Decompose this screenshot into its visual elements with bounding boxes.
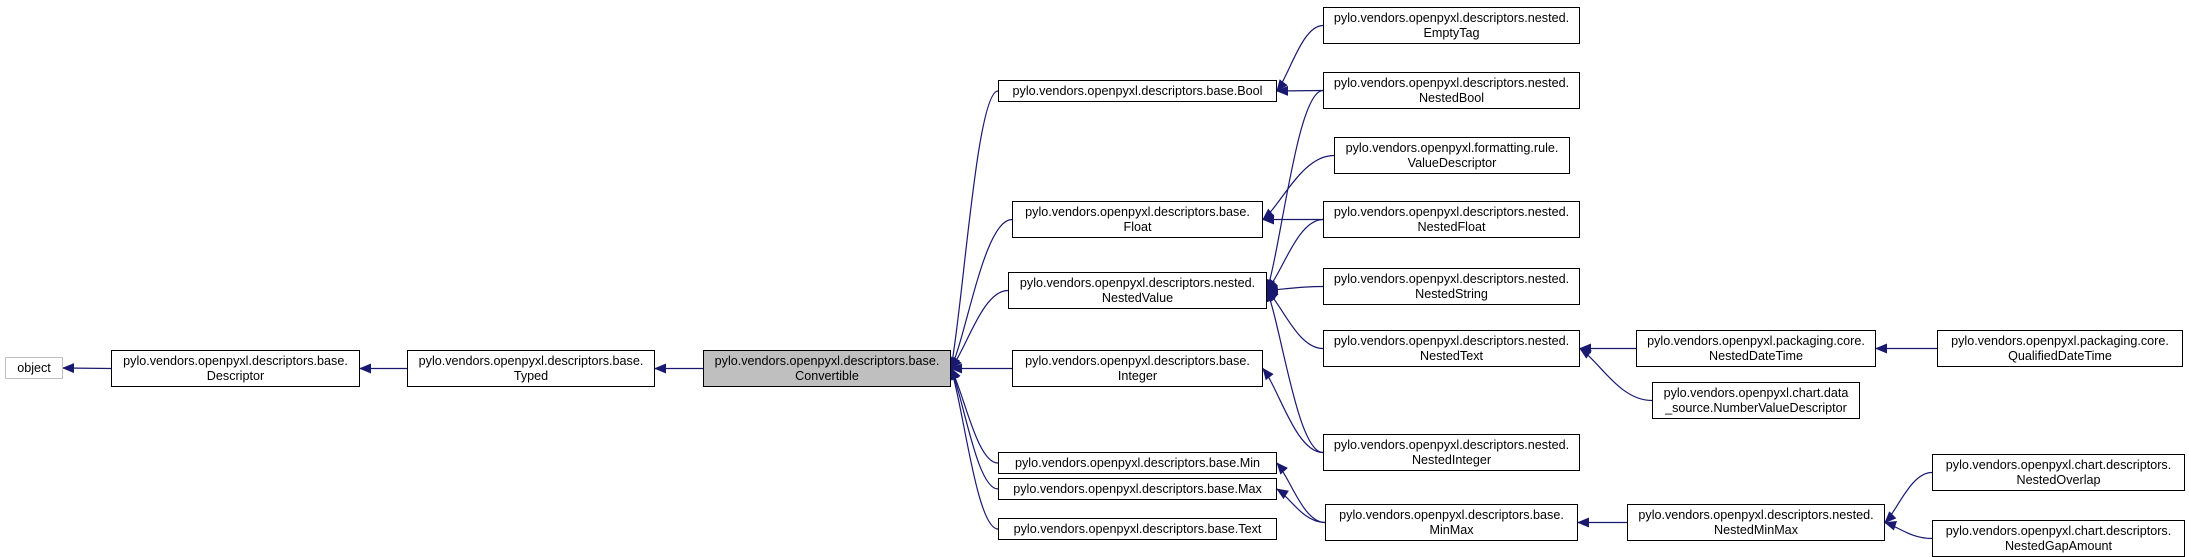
class-node-label-line: Float xyxy=(1123,219,1152,234)
class-node-descriptor[interactable]: pylo.vendors.openpyxl.descriptors.base.D… xyxy=(111,350,360,387)
class-node-label-line: pylo.vendors.openpyxl.formatting.rule. xyxy=(1345,140,1559,155)
class-node-label-line: NestedGapAmount xyxy=(2004,538,2113,553)
class-node-label-line: pylo.vendors.openpyxl.descriptors.nested… xyxy=(1333,10,1570,25)
class-node-label-line: MinMax xyxy=(1429,522,1474,537)
class-node-bool[interactable]: pylo.vendors.openpyxl.descriptors.base.B… xyxy=(998,80,1277,102)
class-node-label-line: pylo.vendors.openpyxl.descriptors.base. xyxy=(1025,204,1250,219)
class-node-nested-text[interactable]: pylo.vendors.openpyxl.descriptors.nested… xyxy=(1323,330,1580,367)
class-node-text[interactable]: pylo.vendors.openpyxl.descriptors.base.T… xyxy=(998,518,1277,540)
edge-nested-bool-to-bool xyxy=(1276,85,1324,96)
class-node-label-line: pylo.vendors.openpyxl.descriptors.base. xyxy=(714,353,940,368)
class-node-label-line: Integer xyxy=(1117,368,1158,383)
edge-nested-string-to-nested-value xyxy=(1266,284,1324,295)
class-node-label-line: pylo.vendors.openpyxl.descriptors.base. xyxy=(418,353,644,368)
edge-descriptor-to-object xyxy=(62,363,112,374)
class-node-nested-float[interactable]: pylo.vendors.openpyxl.descriptors.nested… xyxy=(1323,201,1580,238)
class-node-label-line: pylo.vendors.openpyxl.chart.descriptors. xyxy=(1945,523,2172,538)
edge-nested-float-to-nested-value xyxy=(1266,218,1324,292)
class-node-label-line: Typed xyxy=(513,368,549,383)
class-node-label-line: Convertible xyxy=(795,368,859,383)
class-node-label-line: NestedText xyxy=(1420,348,1483,363)
edge-nested-bool-to-nested-value xyxy=(1265,89,1324,292)
class-node-nested-minmax[interactable]: pylo.vendors.openpyxl.descriptors.nested… xyxy=(1627,504,1885,541)
edge-nested-integer-to-integer xyxy=(1262,367,1324,454)
class-node-nested-bool[interactable]: pylo.vendors.openpyxl.descriptors.nested… xyxy=(1323,72,1580,109)
class-node-label-line: NestedString xyxy=(1415,286,1488,301)
edge-nested-integer-to-nested-value xyxy=(1266,289,1324,454)
class-node-qualified-datetime[interactable]: pylo.vendors.openpyxl.packaging.core.Qua… xyxy=(1937,330,2183,367)
class-node-convertible[interactable]: pylo.vendors.openpyxl.descriptors.base.C… xyxy=(703,350,951,387)
edge-nested-value-to-convertible xyxy=(950,289,1009,370)
class-node-label-line: pylo.vendors.openpyxl.descriptors.nested… xyxy=(1333,204,1570,219)
edge-bool-to-convertible xyxy=(948,90,999,370)
class-node-nested-overlap[interactable]: pylo.vendors.openpyxl.chart.descriptors.… xyxy=(1932,454,2185,491)
class-node-label-line: pylo.vendors.openpyxl.descriptors.nested… xyxy=(1333,271,1570,286)
class-node-label-line: pylo.vendors.openpyxl.descriptors.base. xyxy=(123,353,348,368)
class-node-typed[interactable]: pylo.vendors.openpyxl.descriptors.base.T… xyxy=(407,350,655,387)
class-node-label-line: pylo.vendors.openpyxl.descriptors.base.B… xyxy=(1012,83,1263,98)
class-node-label-line: pylo.vendors.openpyxl.descriptors.base.M… xyxy=(1013,481,1262,496)
class-node-label-line: NestedFloat xyxy=(1417,219,1486,234)
class-node-label-line: pylo.vendors.openpyxl.descriptors.base.M… xyxy=(1014,455,1260,470)
edge-minmax-to-min xyxy=(1276,462,1326,524)
class-node-label-line: ValueDescriptor xyxy=(1407,155,1497,170)
class-node-label-line: pylo.vendors.openpyxl.packaging.core. xyxy=(1951,333,2169,348)
edge-nested-overlap-to-nested-minmax xyxy=(1884,471,1933,524)
class-node-float[interactable]: pylo.vendors.openpyxl.descriptors.base.F… xyxy=(1012,201,1263,238)
class-node-label-line: NestedValue xyxy=(1101,290,1174,305)
class-node-label-line: NestedInteger xyxy=(1411,452,1492,467)
class-node-nested-gap-amount[interactable]: pylo.vendors.openpyxl.chart.descriptors.… xyxy=(1932,520,2185,557)
class-node-label-line: NestedOverlap xyxy=(2016,472,2101,487)
class-node-nested-datetime[interactable]: pylo.vendors.openpyxl.packaging.core.Nes… xyxy=(1636,330,1876,367)
edge-text-to-convertible xyxy=(949,367,999,530)
class-node-object[interactable]: object xyxy=(5,357,63,379)
edge-nested-gap-amount-to-nested-minmax xyxy=(1884,521,1933,540)
class-node-value-descriptor[interactable]: pylo.vendors.openpyxl.formatting.rule.Va… xyxy=(1334,137,1570,174)
edge-minmax-to-max xyxy=(1276,488,1326,524)
class-node-min[interactable]: pylo.vendors.openpyxl.descriptors.base.M… xyxy=(998,452,1277,474)
class-node-nested-value[interactable]: pylo.vendors.openpyxl.descriptors.nested… xyxy=(1008,272,1267,309)
class-node-integer[interactable]: pylo.vendors.openpyxl.descriptors.base.I… xyxy=(1012,350,1263,387)
class-node-label-line: pylo.vendors.openpyxl.descriptors.nested… xyxy=(1638,507,1874,522)
edge-max-to-convertible xyxy=(950,367,999,490)
edge-empty-tag-to-bool xyxy=(1276,24,1324,92)
class-node-label-line: Descriptor xyxy=(206,368,265,383)
edge-value-descriptor-to-float xyxy=(1262,154,1335,221)
class-node-max[interactable]: pylo.vendors.openpyxl.descriptors.base.M… xyxy=(998,478,1277,500)
edge-float-to-convertible xyxy=(950,218,1013,370)
class-node-minmax[interactable]: pylo.vendors.openpyxl.descriptors.base.M… xyxy=(1325,504,1578,541)
class-node-nested-string[interactable]: pylo.vendors.openpyxl.descriptors.nested… xyxy=(1323,268,1580,305)
inheritance-edges xyxy=(62,24,1937,540)
class-node-label-line: pylo.vendors.openpyxl.descriptors.base.T… xyxy=(1013,521,1262,536)
class-node-label-line: pylo.vendors.openpyxl.descriptors.base. xyxy=(1339,507,1564,522)
class-node-label-line: pylo.vendors.openpyxl.descriptors.nested… xyxy=(1333,333,1570,348)
class-node-label-line: pylo.vendors.openpyxl.chart.descriptors. xyxy=(1945,457,2172,472)
class-node-label-line: object xyxy=(17,360,51,375)
class-node-label-line: pylo.vendors.openpyxl.descriptors.nested… xyxy=(1019,275,1256,290)
class-node-label-line: _source.NumberValueDescriptor xyxy=(1665,400,1847,415)
class-node-label-line: pylo.vendors.openpyxl.descriptors.nested… xyxy=(1333,437,1570,452)
class-node-label-line: NestedDateTime xyxy=(1708,348,1804,363)
class-node-number-value-descriptor[interactable]: pylo.vendors.openpyxl.chart.data_source.… xyxy=(1652,382,1860,419)
class-node-label-line: pylo.vendors.openpyxl.packaging.core. xyxy=(1647,333,1865,348)
class-node-label-line: pylo.vendors.openpyxl.descriptors.base. xyxy=(1025,353,1250,368)
class-node-label-line: pylo.vendors.openpyxl.chart.data xyxy=(1663,385,1849,400)
class-node-empty-tag[interactable]: pylo.vendors.openpyxl.descriptors.nested… xyxy=(1323,7,1580,44)
class-node-label-line: QualifiedDateTime xyxy=(2008,348,2112,363)
edge-number-value-descriptor-to-nested-text xyxy=(1579,347,1653,402)
class-node-label-line: NestedBool xyxy=(1418,90,1485,105)
class-node-label-line: pylo.vendors.openpyxl.descriptors.nested… xyxy=(1333,75,1570,90)
class-node-label-line: NestedMinMax xyxy=(1714,522,1798,537)
class-node-nested-integer[interactable]: pylo.vendors.openpyxl.descriptors.nested… xyxy=(1323,434,1580,471)
class-node-label-line: EmptyTag xyxy=(1423,25,1480,40)
